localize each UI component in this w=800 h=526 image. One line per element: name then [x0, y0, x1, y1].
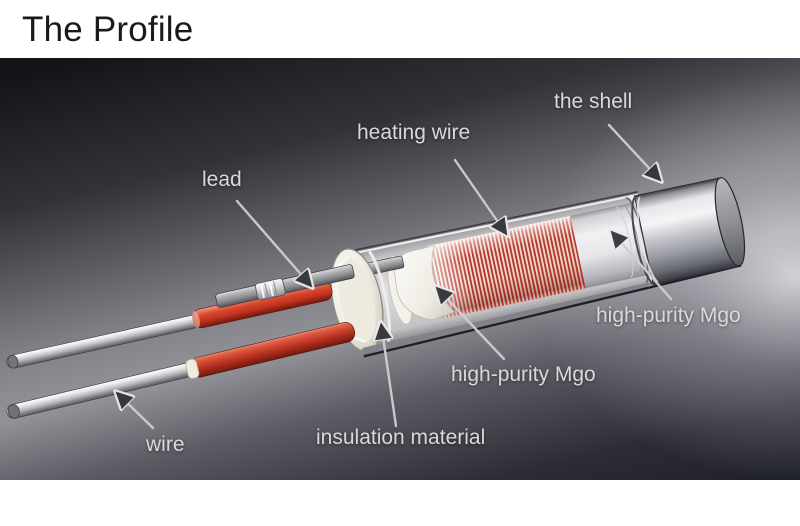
label-the-shell: the shell	[554, 90, 633, 113]
heater-body	[330, 177, 746, 358]
arrow-the-shell	[607, 123, 661, 181]
arrow-wire	[116, 392, 155, 430]
label-wire: wire	[146, 433, 185, 456]
diagram-photo: the shell heating wire lead high-purity …	[0, 58, 800, 480]
label-lead: lead	[202, 168, 242, 191]
callout-arrows	[116, 123, 673, 430]
heating-coil	[427, 215, 586, 319]
label-insulation-material: insulation material	[316, 426, 486, 449]
label-high-purity-mgo-right: high-purity Mgo	[596, 304, 741, 327]
arrow-mgo-left	[436, 287, 506, 361]
lower-lead-assembly	[6, 322, 356, 419]
arrow-heating-wire	[453, 158, 507, 235]
insulation-end-ring	[185, 358, 200, 379]
arrow-lead	[235, 199, 312, 287]
cartridge-heater-illustration	[0, 58, 800, 480]
label-high-purity-mgo-left: high-purity Mgo	[451, 363, 596, 386]
shell-end-face	[714, 177, 746, 267]
upper-lead-assembly	[6, 264, 355, 369]
label-heating-wire: heating wire	[357, 121, 471, 144]
page-title: The Profile	[22, 10, 194, 49]
arrow-mgo-right	[611, 231, 673, 301]
lead-rod	[215, 264, 355, 308]
arrow-insulation	[381, 323, 398, 428]
